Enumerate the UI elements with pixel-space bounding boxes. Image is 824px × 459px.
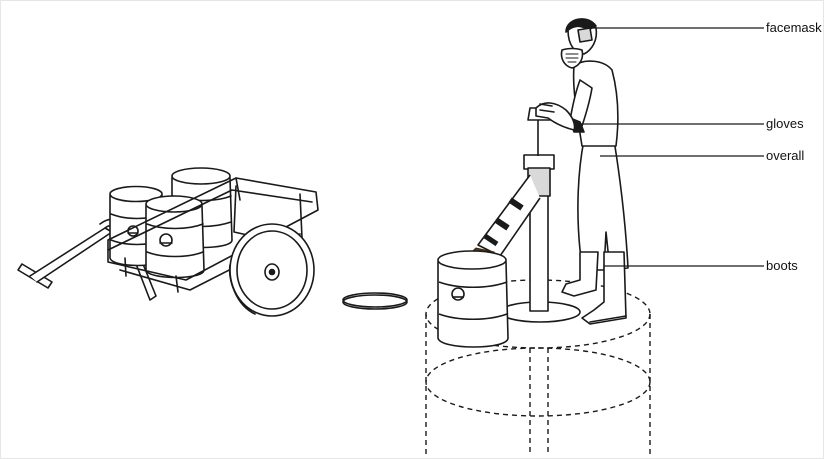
gloves bbox=[536, 103, 575, 130]
cart-wheel bbox=[230, 224, 314, 316]
handcart bbox=[18, 168, 318, 316]
barrel-lid bbox=[343, 293, 407, 309]
label-gloves: gloves bbox=[766, 116, 804, 131]
label-overall: overall bbox=[766, 148, 804, 163]
collection-barrel bbox=[438, 251, 508, 347]
label-facemask: facemask bbox=[766, 20, 822, 35]
label-boots: boots bbox=[766, 258, 798, 273]
